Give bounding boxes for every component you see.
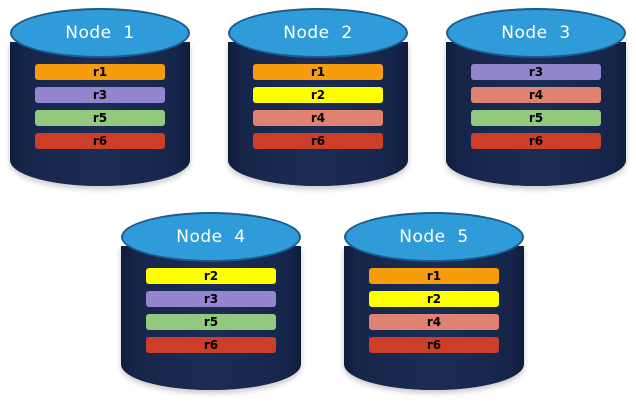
replica-bar-r5[interactable]: r5 [471,110,601,126]
replica-bar-r6[interactable]: r6 [471,133,601,149]
replica-bar-r4[interactable]: r4 [369,314,499,330]
replica-bar-r4[interactable]: r4 [471,87,601,103]
replica-bar-r6[interactable]: r6 [35,133,165,149]
replica-list: r1 r2 r4 r6 [253,64,383,149]
replica-bar-r2[interactable]: r2 [146,268,276,284]
cylinder-top-ellipse [446,8,626,58]
replica-bar-r1[interactable]: r1 [253,64,383,80]
replica-bar-r2[interactable]: r2 [253,87,383,103]
replica-bar-r3[interactable]: r3 [471,64,601,80]
replica-list: r3 r4 r5 r6 [471,64,601,149]
replica-bar-r2[interactable]: r2 [369,291,499,307]
replica-bar-r3[interactable]: r3 [35,87,165,103]
replica-list: r2 r3 r5 r6 [146,268,276,353]
replica-list: r1 r3 r5 r6 [35,64,165,149]
replica-list: r1 r2 r4 r6 [369,268,499,353]
replica-bar-r6[interactable]: r6 [253,133,383,149]
replica-bar-r1[interactable]: r1 [369,268,499,284]
cylinder-top-ellipse [121,212,301,262]
replica-bar-r5[interactable]: r5 [146,314,276,330]
replica-bar-r4[interactable]: r4 [253,110,383,126]
replica-bar-r6[interactable]: r6 [146,337,276,353]
replica-bar-r1[interactable]: r1 [35,64,165,80]
replica-bar-r6[interactable]: r6 [369,337,499,353]
cylinder-top-ellipse [344,212,524,262]
replica-bar-r3[interactable]: r3 [146,291,276,307]
replica-bar-r5[interactable]: r5 [35,110,165,126]
cylinder-top-ellipse [228,8,408,58]
cylinder-top-ellipse [10,8,190,58]
